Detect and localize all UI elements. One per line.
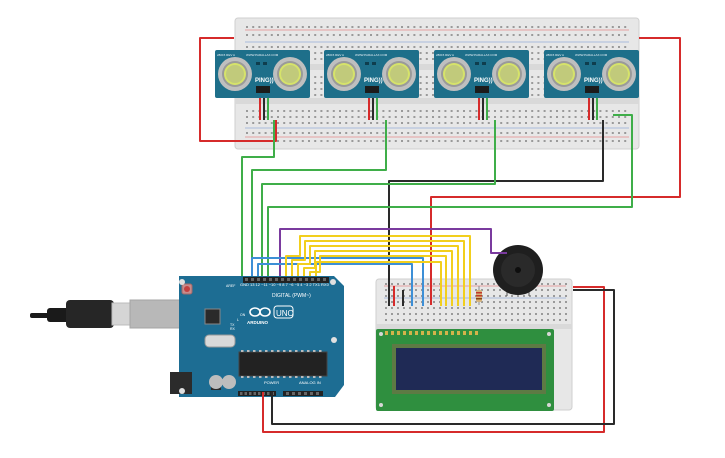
usb-cable-icon xyxy=(30,299,181,329)
power-label: POWER xyxy=(264,380,279,385)
ultrasonic-sensor: PING)) WWW.PARALLAX.COM 28015 REV A xyxy=(215,50,310,98)
green-wire-1 xyxy=(241,120,275,276)
green-wire-2 xyxy=(251,120,387,276)
yellow-wire-2 xyxy=(291,240,465,306)
arduino-brand: ARDUINO xyxy=(247,320,268,325)
sensor-rev: 28015 REV A xyxy=(546,53,564,57)
sensor-label: PING)) xyxy=(584,78,603,84)
green-wire-3 xyxy=(261,120,496,276)
sensor-site: WWW.PARALLAX.COM xyxy=(246,53,279,57)
arduino-uno-board: GND 13 12 ~11 ~10 ~9 8 7 ~6 ~5 4 ~3 2 TX… xyxy=(170,276,344,397)
tx-led-label: TX xyxy=(230,323,235,327)
sensor-site: WWW.PARALLAX.COM xyxy=(575,53,608,57)
blue-wire-1 xyxy=(251,257,424,306)
sensor-label: PING)) xyxy=(364,78,383,84)
yellow-wire-5 xyxy=(309,255,447,306)
arduino-header-pins xyxy=(240,278,326,395)
uno-label: UNO xyxy=(276,309,294,318)
resistor xyxy=(476,286,482,305)
green-wire-4 xyxy=(267,114,633,276)
sensor-label: PING)) xyxy=(255,78,274,84)
infinity-logo-icon xyxy=(249,307,271,317)
ultrasonic-sensor: PING)) WWW.PARALLAX.COM 28015 REV A xyxy=(324,50,419,98)
blue-wire-2 xyxy=(257,263,413,306)
digital-header-label: DIGITAL (PWM~) xyxy=(272,293,311,299)
svg-text:GND 13 12 ~11 ~10 ~9 8 7 ~6 ~: GND 13 12 ~11 ~10 ~9 8 7 ~6 ~5 4 ~3 2 TX… xyxy=(240,282,330,287)
ultrasonic-sensor: PING)) WWW.PARALLAX.COM 28015 REV A xyxy=(434,50,529,98)
aref-label: AREF xyxy=(226,284,235,288)
l-led-label: L xyxy=(237,318,239,322)
purple-wire xyxy=(279,228,507,276)
ultrasonic-sensor: PING)) WWW.PARALLAX.COM 28015 REV A xyxy=(544,50,639,98)
sensor-rev: 28015 REV A xyxy=(217,53,235,57)
yellow-wire-1 xyxy=(285,235,471,306)
buzzer-icon xyxy=(493,245,543,296)
red-wire-right xyxy=(430,37,681,305)
sensor-site: WWW.PARALLAX.COM xyxy=(355,53,388,57)
yellow-wire-3 xyxy=(297,245,459,306)
yellow-wire-6 xyxy=(315,261,442,306)
wires xyxy=(199,37,681,433)
lcd-module xyxy=(376,329,554,411)
sensor-label: PING)) xyxy=(474,78,493,84)
sensor-rev: 28015 REV A xyxy=(436,53,454,57)
lcd-pin-header xyxy=(385,331,478,335)
red-wire-bottom xyxy=(262,286,605,433)
red-wire-top xyxy=(199,37,277,142)
on-led-label: ON xyxy=(240,313,246,317)
ultrasonic-sensors: PING)) WWW.PARALLAX.COM 28015 REV A PING)) W… xyxy=(215,50,639,98)
sensor-site: WWW.PARALLAX.COM xyxy=(465,53,498,57)
black-wire-bottom xyxy=(271,289,615,425)
yellow-wire-4 xyxy=(303,250,453,306)
rx-led-label: RX xyxy=(230,327,236,331)
analog-label: ANALOG IN xyxy=(299,380,321,385)
sensor-pin-wires xyxy=(259,98,598,120)
sensor-rev: 28015 REV A xyxy=(326,53,344,57)
